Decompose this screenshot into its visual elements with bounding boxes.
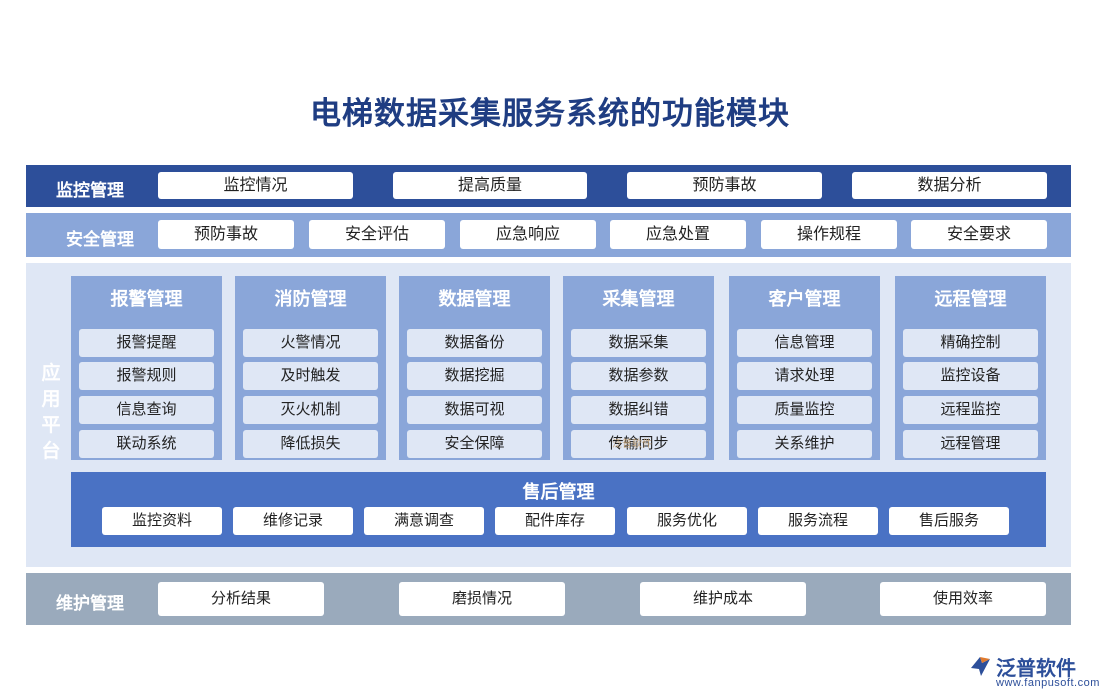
module-title: 采集管理 (602, 289, 675, 309)
module-fire: 消防管理 火警情况 及时触发 灭火机制 降低损失 (235, 276, 386, 460)
module-item: 监控设备 (903, 362, 1038, 390)
fanpu-logo-icon (971, 657, 990, 676)
aftersale-item: 售后服务 (889, 507, 1009, 535)
monitor-label: 监控管理 (56, 181, 124, 200)
module-item: 及时触发 (243, 362, 378, 390)
module-item: 远程管理 (903, 430, 1038, 458)
module-item: 远程监控 (903, 396, 1038, 424)
module-item: 数据备份 (407, 329, 542, 357)
maintenance-band: 维护管理 分析结果 磨损情况 维护成本 使用效率 (26, 573, 1071, 625)
module-item: 精确控制 (903, 329, 1038, 357)
module-title: 远程管理 (934, 289, 1007, 309)
module-item: 安全保障 (407, 430, 542, 458)
safety-item: 应急处置 (610, 220, 746, 249)
safety-label: 安全管理 (66, 230, 134, 249)
module-item: 关系维护 (737, 430, 872, 458)
module-item: 数据采集 (571, 329, 706, 357)
watermark-text: 泛普软件 (612, 439, 652, 450)
module-item: 数据纠错 (571, 396, 706, 424)
module-collect: 采集管理 数据采集 数据参数 数据纠错 传输同步 (563, 276, 714, 460)
module-item: 请求处理 (737, 362, 872, 390)
aftersale-title: 售后管理 (522, 482, 595, 502)
module-title: 消防管理 (274, 289, 347, 309)
brand-logo: 泛普软件 www.fanpusoft.com (968, 652, 1099, 692)
module-item: 报警提醒 (79, 329, 214, 357)
safety-item: 预防事故 (158, 220, 294, 249)
module-alarm: 报警管理 报警提醒 报警规则 信息查询 联动系统 (71, 276, 222, 460)
module-item: 火警情况 (243, 329, 378, 357)
aftersale-item: 服务优化 (627, 507, 747, 535)
maintenance-item: 分析结果 (158, 582, 324, 616)
module-item: 联动系统 (79, 430, 214, 458)
safety-item: 操作规程 (761, 220, 897, 249)
safety-item: 安全要求 (911, 220, 1047, 249)
module-item: 信息管理 (737, 329, 872, 357)
module-title: 数据管理 (438, 289, 511, 309)
aftersale-item: 服务流程 (758, 507, 878, 535)
module-item: 数据参数 (571, 362, 706, 390)
logo-name: 泛普软件 (996, 658, 1076, 680)
aftersale-item: 监控资料 (102, 507, 222, 535)
monitor-band: 监控管理 监控情况 提高质量 预防事故 数据分析 (26, 165, 1071, 207)
module-item: 信息查询 (79, 396, 214, 424)
safety-item: 安全评估 (309, 220, 445, 249)
module-customer: 客户管理 信息管理 请求处理 质量监控 关系维护 (729, 276, 880, 460)
aftersale-item: 满意调查 (364, 507, 484, 535)
maintenance-item: 使用效率 (880, 582, 1046, 616)
page-title: 电梯数据采集服务系统的功能模块 (310, 96, 790, 131)
module-item: 质量监控 (737, 396, 872, 424)
module-title: 客户管理 (768, 289, 841, 309)
monitor-item: 数据分析 (852, 172, 1047, 199)
module-item: 报警规则 (79, 362, 214, 390)
monitor-item: 提高质量 (393, 172, 587, 199)
maintenance-item: 磨损情况 (399, 582, 565, 616)
module-item: 数据挖掘 (407, 362, 542, 390)
module-item: 传输同步 (571, 430, 706, 458)
maintenance-label: 维护管理 (56, 594, 124, 613)
module-data: 数据管理 数据备份 数据挖掘 数据可视 安全保障 (399, 276, 550, 460)
monitor-item: 监控情况 (158, 172, 353, 199)
maintenance-item: 维护成本 (640, 582, 806, 616)
module-item: 灭火机制 (243, 396, 378, 424)
safety-band: 安全管理 预防事故 安全评估 应急响应 应急处置 操作规程 安全要求 (26, 213, 1071, 257)
aftersale-panel: 售后管理 监控资料 维修记录 满意调查 配件库存 服务优化 服务流程 售后服务 (71, 472, 1046, 547)
logo-url: www.fanpusoft.com (996, 677, 1100, 689)
platform-band: 应用平台 报警管理 报警提醒 报警规则 信息查询 联动系统 消防管理 火警情况 … (26, 263, 1071, 567)
safety-item: 应急响应 (460, 220, 596, 249)
module-item: 降低损失 (243, 430, 378, 458)
module-remote: 远程管理 精确控制 监控设备 远程监控 远程管理 (895, 276, 1046, 460)
platform-label: 应用平台 (41, 363, 61, 462)
module-item: 数据可视 (407, 396, 542, 424)
module-title: 报警管理 (110, 289, 183, 309)
monitor-item: 预防事故 (627, 172, 822, 199)
aftersale-item: 维修记录 (233, 507, 353, 535)
aftersale-item: 配件库存 (495, 507, 615, 535)
